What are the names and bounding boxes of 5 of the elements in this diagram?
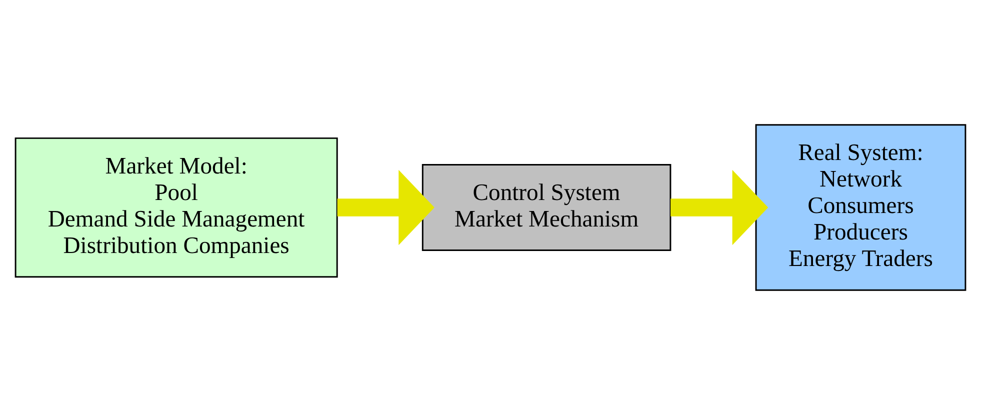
arrow: [670, 169, 768, 245]
node-box: Real System: Network Consumers Producers Energy Traders: [755, 124, 966, 290]
node-box: Market Model: Pool Demand Side Management Distribution Companies: [14, 136, 338, 278]
node-box: Control System Market Mechanism: [422, 163, 672, 251]
arrow: [337, 169, 434, 245]
